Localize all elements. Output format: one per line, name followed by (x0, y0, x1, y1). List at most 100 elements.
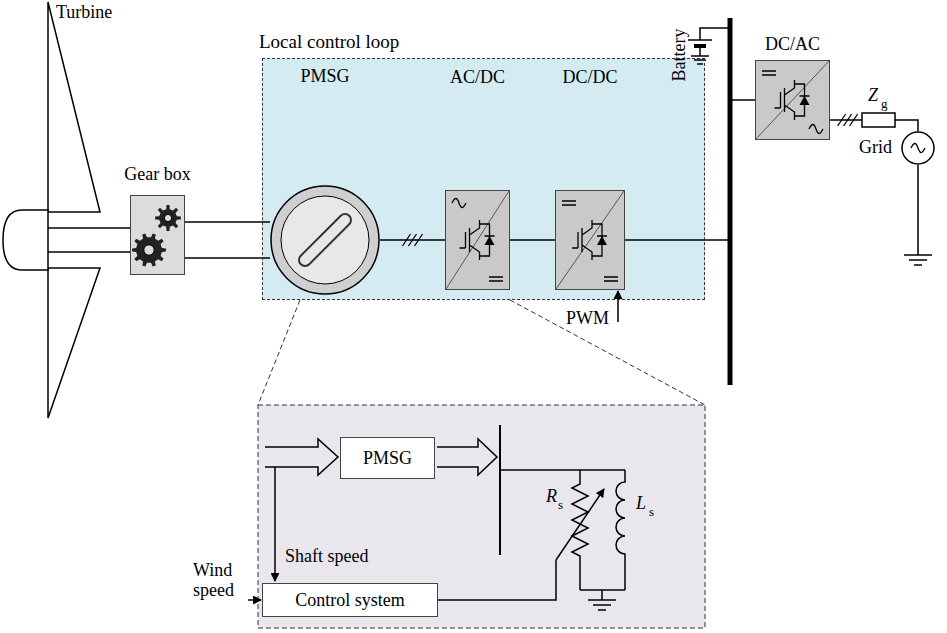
connector-line (48, 251, 130, 253)
gear-box-shape-part (144, 245, 154, 255)
dc-wires-part (730, 99, 755, 101)
connector (380, 234, 445, 246)
zoom-lines-part (258, 300, 300, 405)
node-label: DC/AC (765, 34, 820, 55)
pmsg-generator-shape-part (281, 196, 369, 284)
ground-symbol-part (904, 254, 932, 256)
signal-label: Wind speed (193, 561, 247, 601)
inverter-box: DC/AC (755, 60, 830, 140)
ground-symbol-part (914, 264, 922, 266)
inverter-box-shape (756, 61, 829, 139)
load-circuit (438, 470, 625, 610)
signal-label: Shaft speed (285, 547, 368, 567)
component-label: Battery (670, 29, 690, 82)
inductor-symbol (616, 470, 625, 590)
battery-symbol-part (700, 28, 730, 40)
gear-box-shape (131, 196, 184, 274)
pmsg-block: PMSG (340, 437, 435, 479)
signal-arrow (248, 599, 261, 601)
rectifier-box-shape (446, 191, 509, 289)
bus-symbol (499, 425, 501, 555)
turbine-shape-part (3, 210, 48, 270)
dc-dc-converter-shape-part (604, 277, 618, 281)
inductor-label: L (636, 494, 646, 514)
pmsg-generator-shape-part (305, 220, 345, 260)
control-loop-fill (262, 58, 705, 300)
grid-source-shape (901, 131, 935, 165)
battery-symbol-part (697, 63, 703, 65)
control-system-box: Control system (262, 583, 438, 617)
battery-symbol-part (688, 39, 712, 41)
subscript: s (649, 505, 654, 519)
node-label: AC/DC (450, 67, 505, 88)
dc-wires (625, 100, 755, 240)
dc-dc-converter: DC/DC (555, 190, 625, 290)
inverter-box-shape-part (762, 71, 776, 75)
ground-symbol (904, 165, 932, 265)
grid-source-shape-part (902, 132, 934, 164)
rectifier-box-shape-part (460, 220, 495, 260)
rectifier-box-shape-part (489, 277, 503, 281)
zoom-lines (258, 300, 705, 405)
control-loop-region: Local control loopPMSGAC/DCDC/DC (262, 58, 705, 300)
inverter-box-shape-part (756, 61, 829, 139)
resistor-symbol (572, 470, 588, 590)
node-label: Turbine (56, 2, 112, 23)
connector (185, 222, 270, 258)
connector-line (185, 221, 270, 223)
rectifier-box-shape-part (452, 199, 466, 208)
ground-symbol-part (909, 259, 927, 261)
three-phase-mark (415, 234, 423, 246)
grid-source-shape-part (911, 144, 925, 153)
control-wire (438, 560, 556, 600)
battery-symbol-part (691, 55, 709, 57)
box-label: Control system (295, 590, 405, 611)
node-label: Grid (859, 137, 892, 158)
gear-box-shape-part (132, 233, 166, 266)
connector (510, 240, 555, 241)
dc-dc-converter-shape-part (556, 191, 624, 289)
impedance-label: Z (868, 86, 878, 106)
grid-source: Grid (901, 131, 935, 165)
turbine-shape (0, 0, 100, 420)
node-label: Local control loop (259, 31, 399, 53)
dc-dc-converter-shape-part (597, 236, 607, 245)
pwm-arrow (617, 291, 619, 322)
rectifier-box-shape-part (446, 191, 509, 289)
node-label: Gear box (124, 164, 190, 185)
signal-arrow (274, 467, 276, 581)
power-arrow-part (437, 439, 497, 475)
node-label: PMSG (300, 66, 349, 87)
subscript: s (558, 498, 563, 512)
inverter-box-shape-part (800, 96, 810, 105)
gear-box: Gear box (130, 195, 185, 275)
turbine-shape-part (48, 2, 100, 212)
load-circuit-part (593, 604, 611, 606)
dc-bus (728, 18, 733, 385)
load-circuit-part (601, 590, 603, 600)
connector-line (48, 227, 130, 229)
connector-line (510, 239, 555, 241)
rectifier-box-shape-part (485, 236, 495, 245)
inverter-box-shape-part (809, 125, 823, 134)
load-circuit-part (598, 609, 606, 611)
connector (830, 114, 918, 131)
gear-box-shape-part (155, 205, 181, 231)
load-circuit-part (500, 469, 625, 471)
connector-line (185, 257, 270, 259)
resistor-label: R (546, 487, 557, 507)
zoom-lines-part (510, 300, 705, 405)
pmsg-generator-shape-part (271, 186, 379, 294)
node-label: DC/DC (562, 67, 617, 88)
turbine-shape-part (48, 268, 100, 418)
impedance-symbol (862, 113, 895, 127)
detail-box (258, 405, 705, 628)
dc-dc-converter-shape (556, 191, 624, 289)
dc-dc-converter-shape-part (572, 220, 607, 260)
ground-symbol-part (917, 165, 919, 255)
connector (48, 228, 130, 252)
load-circuit-part (588, 599, 616, 601)
gear-box-shape-part (164, 214, 171, 221)
pmsg-generator-shape (270, 185, 380, 295)
